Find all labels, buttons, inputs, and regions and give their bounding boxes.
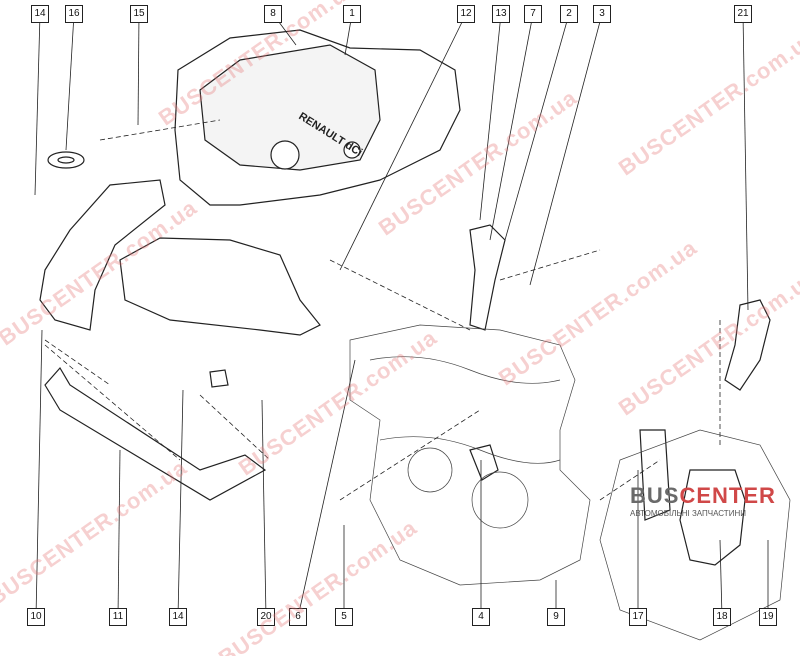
leader-line-15 <box>137 13 140 126</box>
callout-12: 12 <box>457 5 475 23</box>
leader-line-3 <box>529 13 603 286</box>
air-intake-duct <box>119 237 321 336</box>
leader-line-16 <box>65 13 75 151</box>
leader-line-11 <box>117 449 121 618</box>
callout-5: 5 <box>335 608 353 626</box>
seal-ring-hole <box>57 156 75 164</box>
callout-8: 8 <box>264 5 282 23</box>
callout-16: 16 <box>65 5 83 23</box>
leader-line-2 <box>504 13 570 241</box>
leader-line-7 <box>489 13 534 241</box>
bracket-18 <box>679 469 746 566</box>
callout-18: 18 <box>713 608 731 626</box>
callout-21: 21 <box>734 5 752 23</box>
callout-3: 3 <box>593 5 611 23</box>
leader-line-12 <box>339 13 467 271</box>
leader-line-10 <box>35 329 43 618</box>
callout-17: 17 <box>629 608 647 626</box>
leader-line-21 <box>742 13 749 311</box>
callout-7: 7 <box>524 5 542 23</box>
callout-15: 15 <box>130 5 148 23</box>
bracket-7 <box>469 224 506 331</box>
logo-subtitle: АВТОМОБІЛЬНІ ЗАПЧАСТИНИ <box>630 509 746 518</box>
leader-line-18 <box>719 539 723 618</box>
callout-1: 1 <box>343 5 361 23</box>
sensor-4 <box>469 444 499 481</box>
callout-11: 11 <box>109 608 127 626</box>
callout-10: 10 <box>27 608 45 626</box>
bracket-17 <box>639 429 671 521</box>
bracket-21 <box>724 299 771 391</box>
leader-line-14 <box>177 389 184 618</box>
side-bracket <box>39 179 166 331</box>
callout-leader-lines <box>34 13 769 618</box>
callout-2: 2 <box>560 5 578 23</box>
callout-9: 9 <box>547 608 565 626</box>
cover-emblem-panel <box>199 44 381 171</box>
oil-cap <box>270 140 300 170</box>
leader-line-6 <box>297 359 356 618</box>
clip-20 <box>209 369 229 388</box>
lower-support-rail-11 <box>44 366 267 501</box>
callout-20: 20 <box>257 608 275 626</box>
leader-dashed-lines <box>44 119 721 501</box>
leader-line-20 <box>261 399 267 618</box>
callout-13: 13 <box>492 5 510 23</box>
callout-6: 6 <box>289 608 307 626</box>
logo-text-bus: BUS <box>630 483 680 508</box>
leader-line-14 <box>34 13 41 196</box>
callout-4: 4 <box>472 608 490 626</box>
logo-text-center: CENTER <box>679 483 776 508</box>
callout-14: 14 <box>169 608 187 626</box>
callout-14: 14 <box>31 5 49 23</box>
leader-line-13 <box>479 13 502 221</box>
cover-boss <box>343 141 361 159</box>
callout-19: 19 <box>759 608 777 626</box>
buscenter-logo: BUSCENTER АВТОМОБІЛЬНІ ЗАПЧАСТИНИ <box>630 483 776 518</box>
